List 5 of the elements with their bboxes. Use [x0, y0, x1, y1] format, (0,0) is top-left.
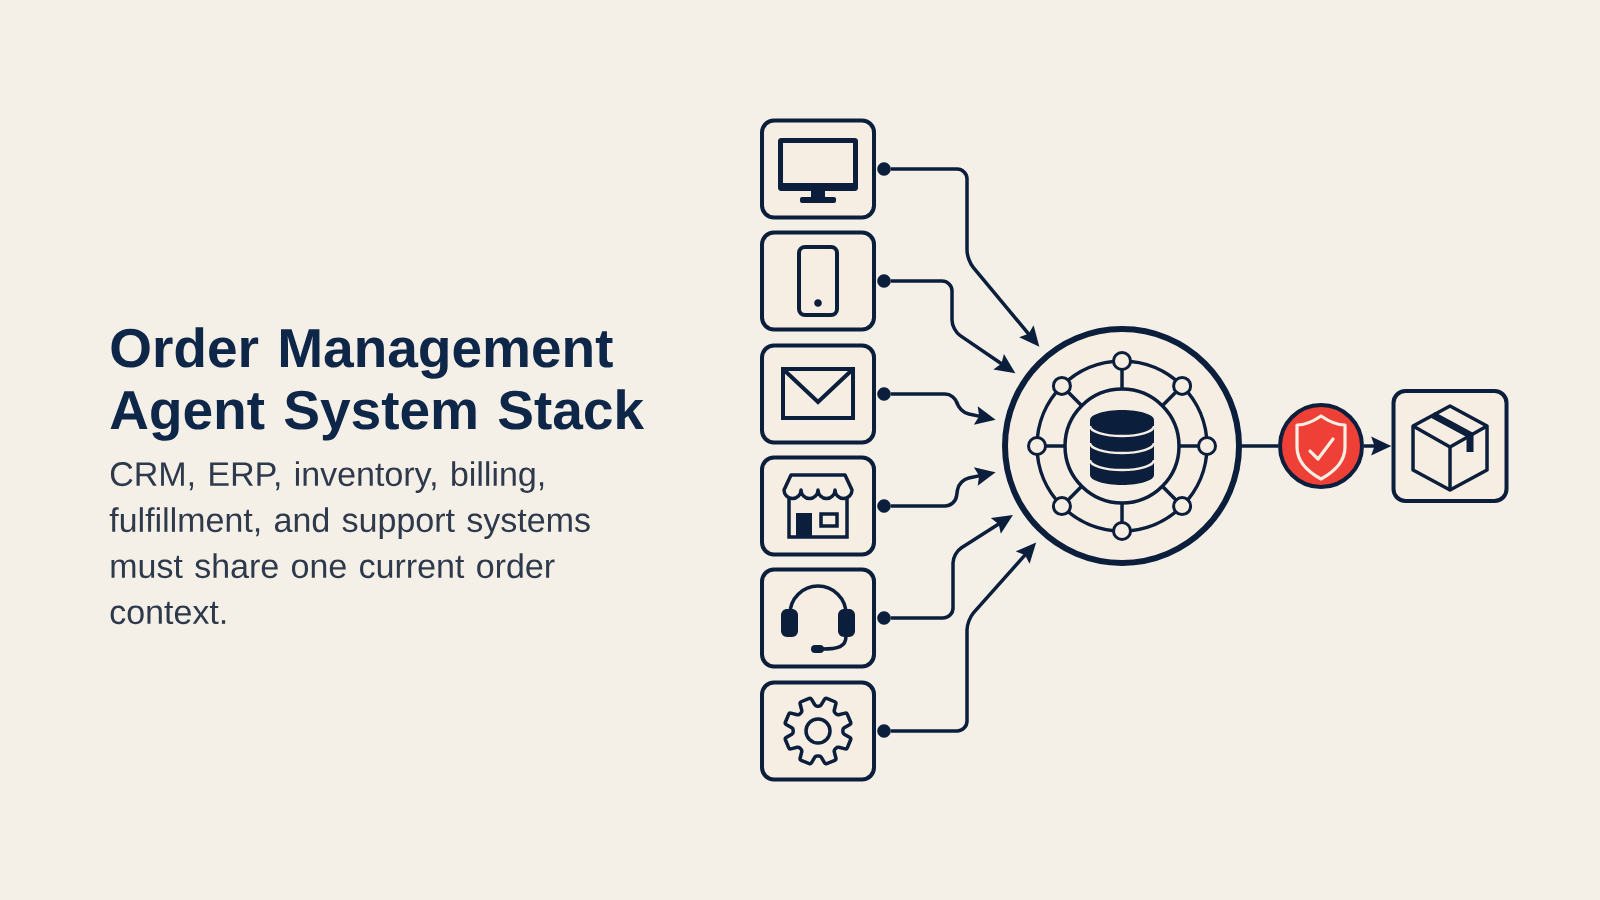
title: Order Management Agent System Stack	[110, 327, 645, 441]
icon-tile	[760, 230, 876, 332]
description-text: CRM, ERP, inventory, billing, fulfillment, and support systems must share one current order context.	[109, 461, 590, 625]
badge-circle	[1278, 403, 1364, 489]
connector-line	[1242, 444, 1278, 448]
